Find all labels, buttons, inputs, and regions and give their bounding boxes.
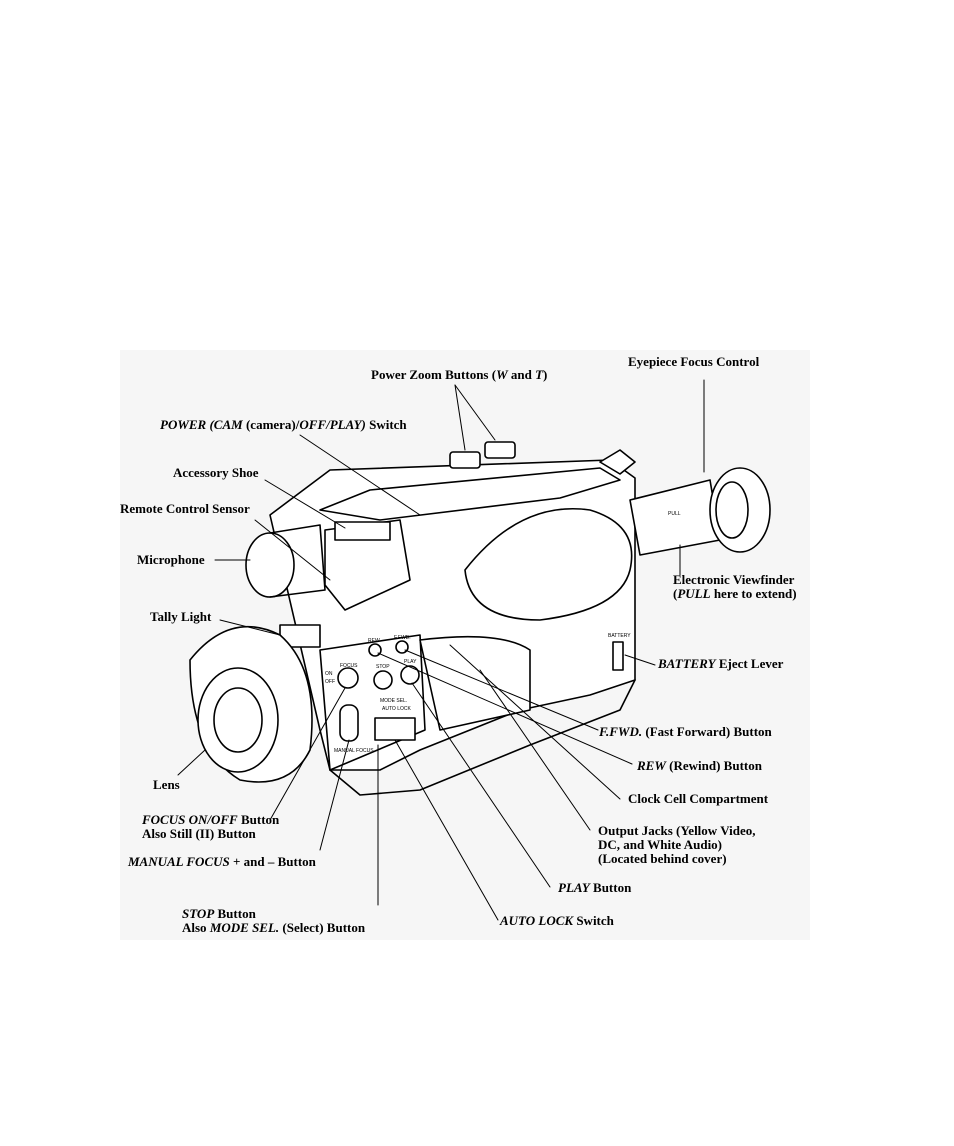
label-eyepiece-focus: Eyepiece Focus Control [628, 354, 760, 369]
leader-ffwd [404, 649, 599, 731]
hand-grip [464, 508, 633, 621]
label-microphone: Microphone [137, 552, 205, 567]
device-label-stop: STOP [376, 664, 390, 670]
device-label-rew: REW [368, 638, 380, 644]
label-output-jacks: Output Jacks (Yellow Video, DC, and Whit… [598, 823, 756, 866]
leader-zoom-w [454, 384, 466, 451]
rear-hook [599, 449, 636, 475]
label-battery-eject: BATTERY Eject Lever [658, 656, 784, 671]
leader-focus [269, 687, 346, 821]
device-label-manual-focus: MANUAL FOCUS [334, 748, 374, 754]
accessory-shoe [334, 521, 391, 541]
leader-play [411, 682, 551, 888]
label-power-switch: POWER (CAM (camera)/OFF/PLAY) Switch [160, 417, 407, 432]
label-ffwd: F.FWD. (Fast Forward) Button [599, 724, 772, 739]
label-clock-cell: Clock Cell Compartment [628, 791, 769, 806]
device-label-auto-lock: AUTO LOCK [382, 706, 411, 712]
leader-lens [177, 749, 206, 776]
device-label-on: ON [325, 671, 333, 677]
focus-button [337, 667, 359, 689]
label-lens: Lens [153, 777, 180, 792]
camera-bottom [329, 679, 636, 796]
device-label-ffwd: F.FWD. [394, 635, 411, 641]
leader-autolock [394, 739, 499, 921]
label-focus-onoff: FOCUS ON/OFF Button Also Still (II) Butt… [142, 812, 280, 841]
label-rew: REW (Rewind) Button [637, 758, 762, 773]
leader-clock [449, 644, 621, 800]
leader-battery [624, 654, 656, 666]
zoom-t-button [484, 441, 516, 459]
jack-cover [419, 635, 531, 731]
label-remote-sensor: Remote Control Sensor [120, 501, 250, 516]
device-label-off: OFF [325, 679, 335, 685]
leader-output [479, 669, 591, 831]
zoom-w-button [449, 451, 481, 469]
device-label-play: PLAY [404, 659, 417, 665]
device-label-pull: PULL [668, 511, 681, 517]
device-label-battery: BATTERY [608, 633, 631, 639]
label-accessory-shoe: Accessory Shoe [173, 465, 259, 480]
label-power-zoom: Power Zoom Buttons (W and T) [371, 367, 548, 382]
leader-power [299, 434, 421, 516]
device-label-mode-sel: MODE SEL. [380, 698, 407, 704]
top-deck [319, 467, 621, 521]
device-text-layer: FOCUS ON OFF REW F.FWD. STOP PLAY MODE S… [325, 511, 681, 754]
device-label-focus: FOCUS [340, 663, 358, 669]
leader-zoom-t [454, 384, 496, 441]
label-play: PLAY Button [558, 880, 632, 895]
label-auto-lock: AUTO LOCK Switch [500, 913, 614, 928]
battery-lever [612, 641, 624, 671]
label-manual-focus: MANUAL FOCUS + and – Button [128, 854, 316, 869]
leader-manual [319, 739, 350, 851]
camcorder-diagram: Power Zoom Buttons (W and T) Eyepiece Fo… [120, 350, 810, 940]
label-stop: STOP Button Also MODE SEL. (Select) Butt… [182, 906, 366, 935]
play-button [400, 665, 420, 685]
leader-rew [377, 652, 633, 765]
leader-remote [254, 519, 331, 581]
label-tally-light: Tally Light [150, 609, 212, 624]
stop-button [373, 670, 393, 690]
lens-glass [197, 667, 279, 773]
label-viewfinder: Electronic Viewfinder (PULL here to exte… [673, 572, 797, 601]
leader-lines [177, 379, 705, 921]
leader-tally [219, 619, 281, 636]
viewfinder-eyecup [709, 467, 771, 553]
leader-accessory [264, 479, 346, 529]
camcorder-illustration [177, 379, 771, 921]
